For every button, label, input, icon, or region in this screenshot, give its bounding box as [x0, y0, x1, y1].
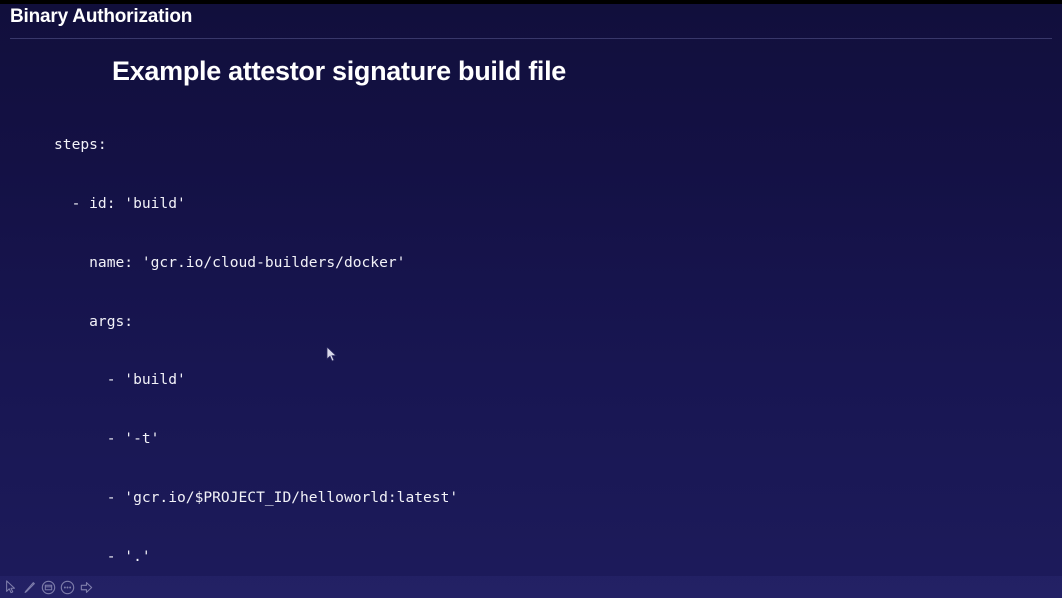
slide-menu-icon[interactable]	[39, 578, 58, 597]
pointer-icon[interactable]	[1, 578, 20, 597]
code-line: steps:	[54, 136, 107, 154]
code-line: - 'gcr.io/$PROJECT_ID/helloworld:latest'	[54, 488, 459, 506]
header-divider	[10, 38, 1052, 39]
letterbox-top-bar	[0, 0, 1062, 4]
code-line: - id: 'build'	[54, 194, 186, 212]
slide-header: Binary Authorization	[0, 4, 1062, 42]
slide-background	[0, 4, 1062, 598]
code-line: args:	[54, 312, 134, 330]
presentation-toolbar[interactable]	[0, 576, 1062, 598]
slide-heading: Example attestor signature build file	[112, 56, 567, 86]
next-slide-arrow-icon[interactable]	[77, 578, 96, 597]
more-options-icon[interactable]	[58, 578, 77, 597]
code-line: - '-t'	[54, 430, 160, 448]
code-line: - 'build'	[54, 371, 186, 389]
code-line: - '.'	[54, 547, 151, 565]
code-block: steps: - id: 'build' name: 'gcr.io/cloud…	[54, 96, 1059, 598]
code-line: name: 'gcr.io/cloud-builders/docker'	[54, 253, 406, 271]
page-title: Binary Authorization	[10, 6, 193, 27]
pen-icon[interactable]	[20, 578, 39, 597]
